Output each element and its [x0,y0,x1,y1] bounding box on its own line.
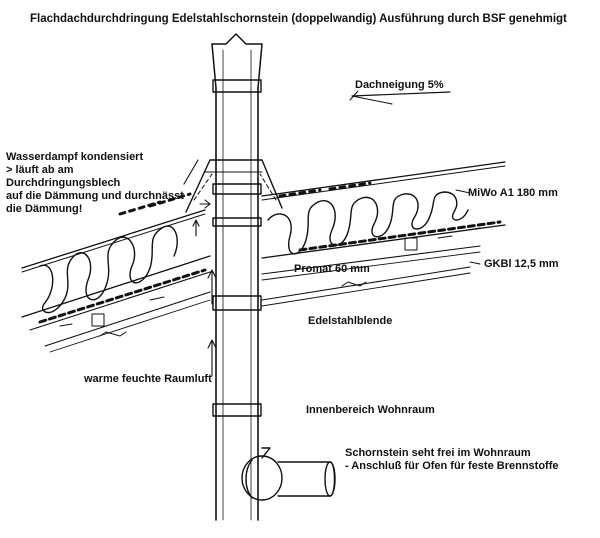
penetration-flashing [185,159,283,213]
detail-marks [59,227,481,337]
airflow-arrows [183,159,217,377]
vapor-note-line: Wasserdampf kondensiert [6,151,144,163]
callout-lines [455,189,481,265]
roof-layers-right [261,161,506,307]
vapor-note-line: auf die Dämmung und durchnässt [6,190,184,202]
roof-layers-left [21,192,211,353]
chimney-note: Schornstein seht frei im Wohnraum - Ansc… [345,447,559,473]
diagram-title: Flachdachdurchdringung Edelstahlschornst… [30,13,567,25]
vapor-note-line: Durchdringungsblech [6,177,121,189]
vapor-note-line: > läuft ab am [6,164,74,176]
interior-label: Innenbereich Wohnraum [306,404,435,416]
insulation-label: MiWo A1 180 mm [468,187,558,199]
gkbl-label: GKBl 12,5 mm [484,258,559,270]
roof-pitch-label: Dachneigung 5% [355,79,444,91]
stove-connector [241,447,336,501]
chimney-pipe [211,33,263,521]
blende-label: Edelstahlblende [308,315,393,327]
warm-air-label: warme feuchte Raumluft [84,373,212,385]
chimney-note-line: Schornstein seht frei im Wohnraum [345,447,531,459]
pipe-joints [212,79,262,417]
roof-pitch-indicator [349,90,451,105]
promat-label: Promat 60 mm [294,263,370,275]
vapor-condensation-note: Wasserdampf kondensiert > läuft ab am Du… [6,151,184,216]
vapor-note-line: die Dämmung! [6,203,83,215]
chimney-note-line: - Anschluß für Ofen für feste Brennstoff… [345,460,559,472]
